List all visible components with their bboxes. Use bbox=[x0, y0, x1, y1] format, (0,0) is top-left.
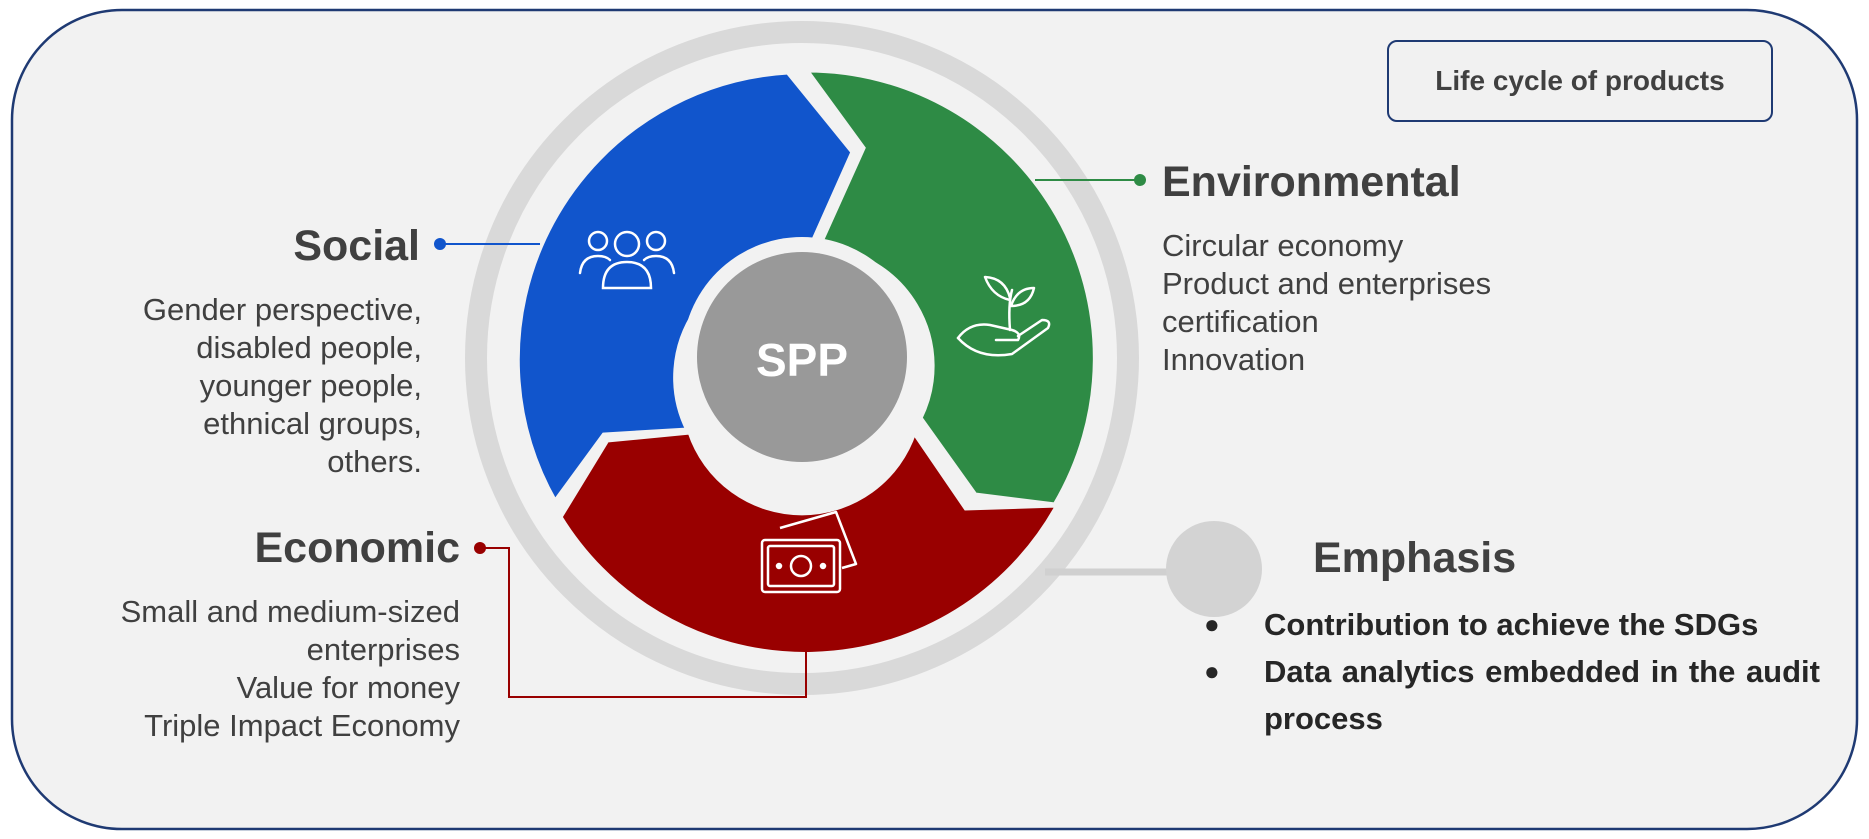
list-item: Triple Impact Economy bbox=[144, 708, 460, 743]
emphasis-list: ●Contribution to achieve the SDGs ●Data … bbox=[1190, 601, 1820, 742]
list-item: enterprises bbox=[306, 632, 460, 667]
list-item: certification bbox=[1162, 304, 1319, 339]
people-group-icon bbox=[578, 230, 676, 290]
social-dot bbox=[434, 238, 446, 250]
list-item: Circular economy bbox=[1162, 228, 1404, 263]
economic-connector bbox=[480, 547, 807, 698]
list-item: ethnical groups, bbox=[203, 406, 422, 441]
list-item: Innovation bbox=[1162, 342, 1306, 377]
list-item: ●Contribution to achieve the SDGs bbox=[1190, 601, 1820, 648]
lifecycle-label: Life cycle of products bbox=[1435, 65, 1725, 96]
social-segment bbox=[514, 69, 856, 507]
social-title: Social bbox=[293, 222, 420, 270]
list-item: ●Data analytics embedded in the audit pr… bbox=[1190, 648, 1820, 742]
list-item: disabled people, bbox=[196, 330, 422, 365]
center-label: SPP bbox=[756, 334, 848, 386]
bullet-icon: ● bbox=[1204, 609, 1220, 639]
lifecycle-box: Life cycle of products bbox=[1387, 40, 1773, 122]
center-circle bbox=[697, 252, 907, 462]
bullet-icon: ● bbox=[1204, 656, 1220, 686]
economic-dot bbox=[474, 542, 486, 554]
environmental-segment bbox=[801, 67, 1098, 508]
list-item: younger people, bbox=[199, 368, 422, 403]
list-item: Small and medium-sized bbox=[120, 594, 460, 629]
list-item: Gender perspective, bbox=[142, 292, 422, 327]
economic-segment bbox=[557, 426, 1063, 657]
economic-title: Economic bbox=[254, 524, 461, 572]
economic-list: Small and medium-sized enterprises Value… bbox=[40, 593, 460, 745]
list-item: others. bbox=[327, 444, 422, 479]
social-list: Gender perspective, disabled people, you… bbox=[40, 291, 422, 481]
emphasis-title: Emphasis bbox=[1313, 534, 1517, 582]
money-bills-icon bbox=[760, 510, 858, 594]
list-item: Product and enterprises bbox=[1162, 266, 1492, 301]
outer-ring bbox=[465, 21, 1139, 695]
plant-in-hand-icon bbox=[956, 275, 1051, 357]
environmental-list: Circular economy Product and enterprises… bbox=[1162, 227, 1582, 379]
environmental-title: Environmental bbox=[1162, 158, 1461, 206]
environmental-dot bbox=[1134, 174, 1146, 186]
emphasis-circle bbox=[1166, 521, 1262, 617]
list-item: Value for money bbox=[236, 670, 460, 705]
